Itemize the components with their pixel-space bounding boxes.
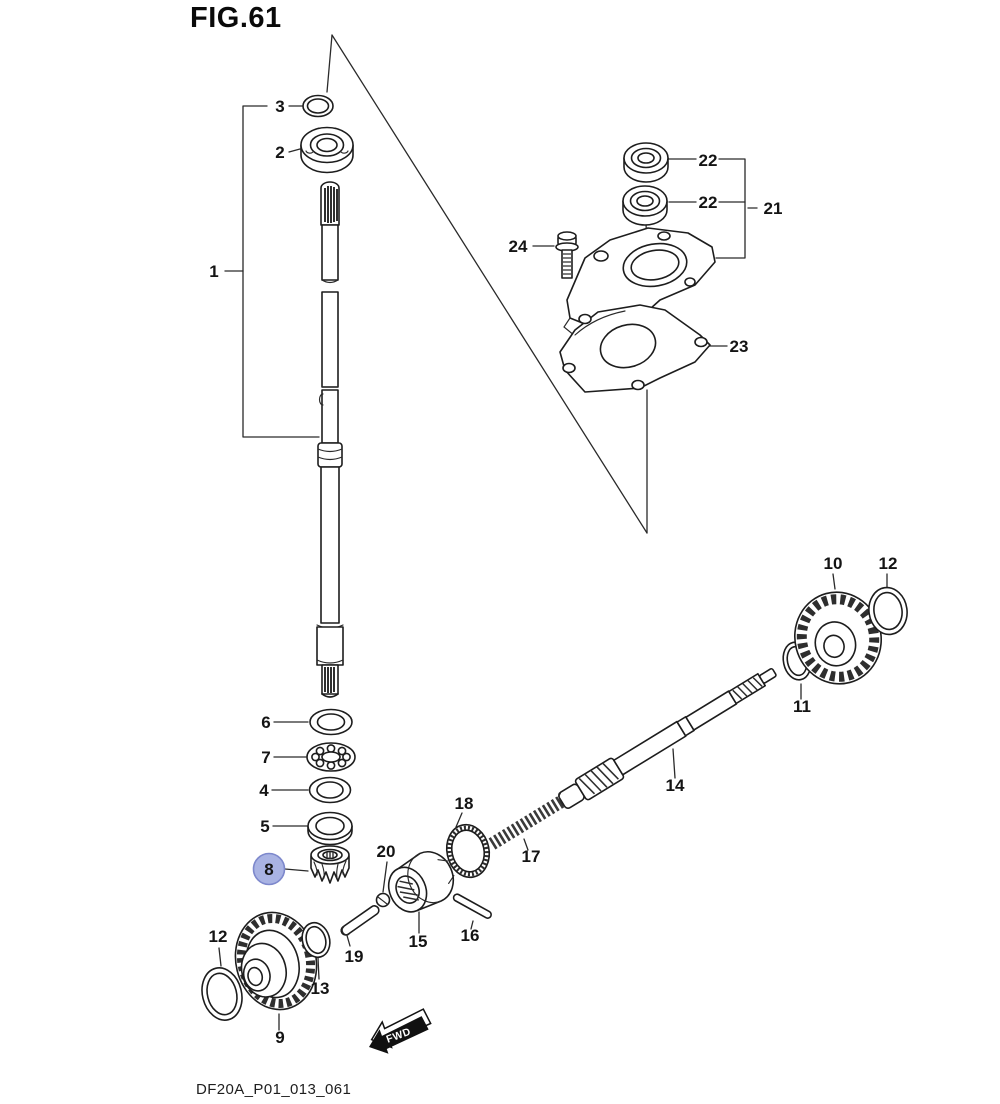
callout-3[interactable]: 3 [275, 97, 284, 116]
callout-13[interactable]: 13 [311, 979, 330, 998]
highlight-circle-part-8[interactable] [252, 852, 286, 886]
callout-5[interactable]: 5 [260, 817, 269, 836]
pinion-gear-8-drawing [310, 845, 350, 884]
driveshaft-1-drawing [316, 181, 344, 698]
callout-21[interactable]: 21 [764, 199, 783, 218]
seal-22-lower-drawing [622, 185, 668, 226]
detent-20-drawing [375, 892, 391, 908]
callout-8-selected[interactable]: 8 [264, 860, 273, 879]
callout-1[interactable]: 1 [209, 262, 218, 281]
oring-13-drawing [301, 921, 331, 959]
callout-10[interactable]: 10 [824, 554, 843, 573]
callout-7[interactable]: 7 [261, 748, 270, 767]
leader-lines [218, 34, 888, 1031]
callout-9[interactable]: 9 [275, 1028, 284, 1047]
callout-22-lower[interactable]: 22 [699, 193, 718, 212]
fwd-arrow-icon: FWD [369, 1008, 432, 1054]
callout-18[interactable]: 18 [455, 794, 474, 813]
washer-5-drawing [307, 811, 353, 846]
callout-2[interactable]: 2 [275, 143, 284, 162]
coil-spring-17-drawing [488, 792, 571, 850]
callout-14[interactable]: 14 [666, 776, 685, 795]
callout-17[interactable]: 17 [522, 847, 541, 866]
callout-4[interactable]: 4 [259, 781, 269, 800]
bolt-24-drawing [555, 231, 579, 279]
callout-15[interactable]: 15 [409, 932, 428, 951]
callout-12-right[interactable]: 12 [879, 554, 898, 573]
callout-19[interactable]: 19 [345, 947, 364, 966]
washer-4-drawing [308, 776, 352, 804]
ring-3-drawing [302, 94, 334, 118]
part-code: DF20A_P01_013_061 [196, 1081, 352, 1098]
callout-22-upper[interactable]: 22 [699, 151, 718, 170]
oring-12-right-drawing [868, 586, 908, 636]
callout-6[interactable]: 6 [261, 713, 270, 732]
thrust-bearing-7-drawing [306, 742, 356, 772]
callouts: 1 2 3 6 7 4 5 8 12 13 9 19 15 16 20 18 1… [209, 97, 898, 1047]
callout-12-left[interactable]: 12 [209, 927, 228, 946]
bearing-2-drawing [300, 126, 354, 174]
figure-title: FIG.61 [190, 2, 282, 34]
reverse-gear-10-drawing [793, 591, 883, 685]
callout-11[interactable]: 11 [793, 697, 811, 716]
gasket-23-drawing [559, 304, 711, 393]
seal-22-upper-drawing [623, 142, 669, 183]
pin-19-drawing [340, 905, 380, 936]
callout-20[interactable]: 20 [377, 842, 396, 861]
washer-6-drawing [309, 708, 353, 736]
callout-16[interactable]: 16 [461, 926, 480, 945]
spring-ring-18-drawing [445, 823, 491, 879]
pin-16-drawing [452, 893, 492, 919]
callout-23[interactable]: 23 [730, 337, 749, 356]
callout-24[interactable]: 24 [509, 237, 528, 256]
oring-12-left-drawing [201, 967, 243, 1021]
propeller-shaft-14-drawing [557, 668, 777, 809]
clutch-dog-15-drawing [387, 851, 455, 913]
